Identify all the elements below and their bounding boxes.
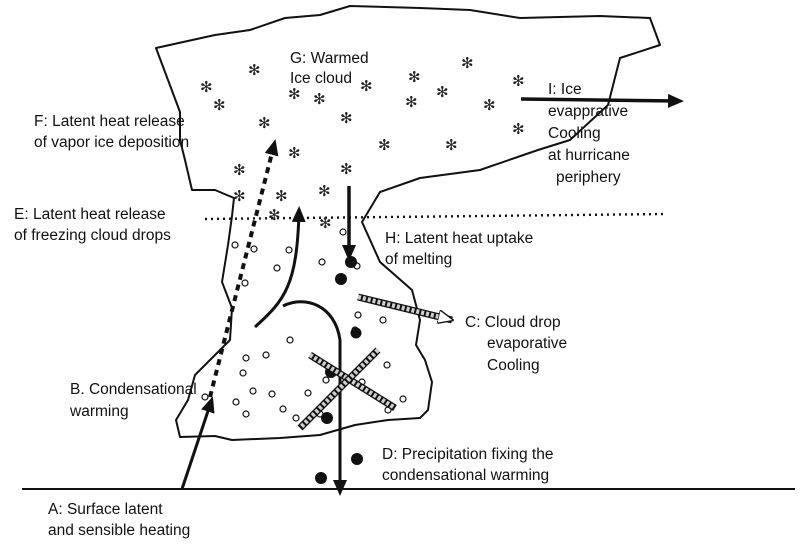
label-f-line2: of vapor ice deposition <box>34 134 190 151</box>
ice-crystal-icon: ✻ <box>340 160 353 178</box>
ice-crystal-icon: ✻ <box>319 214 332 232</box>
label-f-line1: F: Latent heat release <box>34 113 185 130</box>
ice-crystal-icon: ✻ <box>200 78 213 96</box>
ice-crystal-icon: ✻ <box>461 54 474 72</box>
arrow-precip <box>282 300 347 496</box>
label-g-line2: Ice cloud <box>290 70 353 87</box>
ice-crystal-icon: ✻ <box>275 187 288 205</box>
arrow-c-fill <box>357 294 448 319</box>
label-b-line2: warming <box>70 403 129 420</box>
ice-crystal-icon: ✻ <box>233 187 246 205</box>
label-a-line1: A: Surface latent <box>48 501 163 518</box>
label-h-line2: of melting <box>385 251 453 268</box>
label-a-line2: and sensible heating <box>48 522 191 539</box>
ice-crystal-icon: ✻ <box>436 83 449 101</box>
label-i-line3: Cooling <box>548 125 601 142</box>
ice-crystal-icon: ✻ <box>340 109 353 127</box>
ice-crystal-icon: ✻ <box>268 206 281 224</box>
ice-crystal-icon: ✻ <box>483 96 496 114</box>
arrow-updraft <box>253 206 306 329</box>
cloud-outline <box>155 5 661 441</box>
arrow-i <box>520 93 684 108</box>
label-e-line1: E: Latent heat release <box>14 206 166 223</box>
label-h-line1: H: Latent heat uptake <box>385 230 534 247</box>
ice-crystal-icon: ✻ <box>405 93 418 111</box>
ice-crystal-icon: ✻ <box>360 77 373 95</box>
arrow-f <box>208 139 279 398</box>
ice-crystal-icon: ✻ <box>213 96 226 114</box>
label-g-line1: G: Warmed <box>290 50 369 67</box>
label-e-line2: of freezing cloud drops <box>14 227 171 244</box>
label-i-line4: at hurricane <box>548 147 630 164</box>
label-i-line1: I: Ice <box>548 81 582 98</box>
crossed-arrows <box>297 347 397 431</box>
ice-crystal-icon: ✻ <box>512 72 525 90</box>
label-b-line1: B. Condensational <box>70 381 197 398</box>
ice-crystal-icon: ✻ <box>288 85 301 103</box>
ice-crystal-icon: ✻ <box>313 90 326 108</box>
ice-crystal-icon: ✻ <box>248 61 261 79</box>
ice-crystal-icon: ✻ <box>378 136 391 154</box>
label-i-line5: periphery <box>556 169 621 186</box>
ice-crystal-icon: ✻ <box>258 114 271 132</box>
label-d-line1: D: Precipitation fixing the <box>382 446 554 463</box>
ice-crystal-icon: ✻ <box>318 182 331 200</box>
ice-crystal-icon: ✻ <box>408 68 421 86</box>
label-d-line2: condensational warming <box>382 467 550 484</box>
arrow-a <box>180 396 215 490</box>
label-c-line3: Cooling <box>487 357 540 374</box>
label-c-line2: evaporative <box>487 335 568 352</box>
ice-crystal-icon: ✻ <box>512 120 525 138</box>
label-i-line2: evapprative <box>548 103 629 120</box>
label-c-line1: C: Cloud drop <box>465 314 561 331</box>
ice-crystal-icon: ✻ <box>233 161 246 179</box>
ice-crystal-icon: ✻ <box>288 144 301 162</box>
ice-crystal-icon: ✻ <box>445 136 458 154</box>
ice-crystals: ✻ ✻ ✻ ✻ ✻ ✻ ✻ ✻ ✻ ✻ ✻ ✻ ✻ ✻ ✻ ✻ ✻ ✻ ✻ ✻ … <box>200 54 525 232</box>
